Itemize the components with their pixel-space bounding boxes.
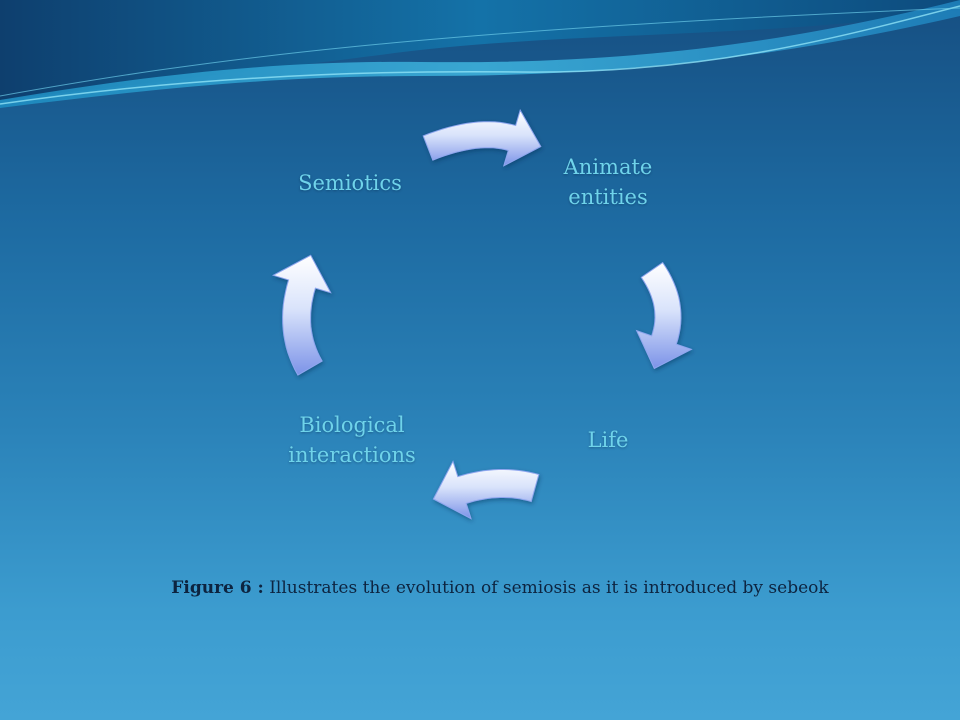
node-bio-line-1: Biological [299, 413, 405, 437]
node-semiotics: Semiotics [280, 168, 420, 198]
node-life-line-1: Life [587, 428, 629, 452]
arrow-bio-to-semiotics [271, 254, 332, 376]
wave-top-dark [0, 0, 960, 100]
arrow-semiotics-to-animate [422, 108, 542, 167]
caption-label: Figure 6 : [171, 578, 264, 598]
caption-text: Illustrates the evolution of semiosis as… [263, 578, 829, 598]
wave-line-2 [0, 7, 960, 97]
node-life: Life [563, 425, 653, 455]
arrow-life-to-bio [432, 460, 540, 520]
node-animate-entities: Animate entities [533, 152, 683, 212]
wave-top-light [0, 0, 960, 108]
node-bio-line-2: interactions [288, 443, 416, 467]
node-animate-line-1: Animate [563, 155, 653, 179]
node-semiotics-line-1: Semiotics [298, 171, 402, 195]
wave-line-1 [0, 5, 960, 105]
figure-caption: Figure 6 : Illustrates the evolution of … [0, 578, 960, 598]
node-biological-interactions: Biological interactions [262, 410, 442, 470]
arrow-animate-to-life [635, 261, 693, 370]
node-animate-line-2: entities [568, 185, 648, 209]
